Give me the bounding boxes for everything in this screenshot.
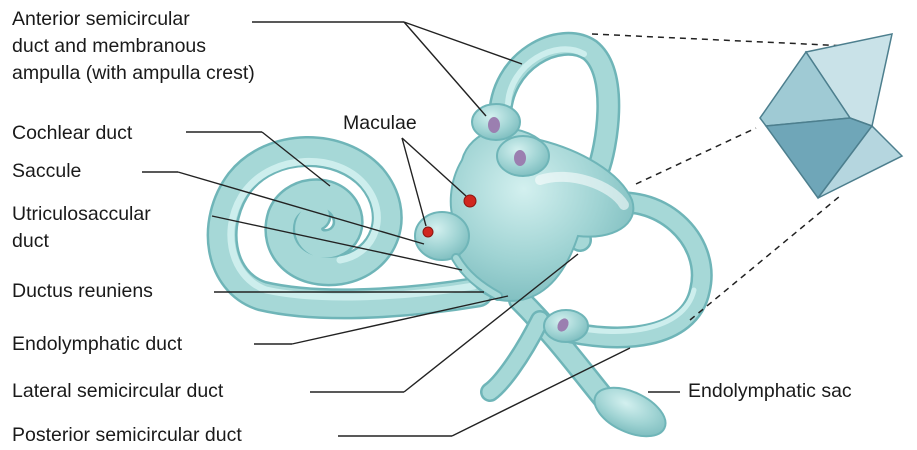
lateral-crest-mark xyxy=(514,150,526,166)
label-saccule: Saccule xyxy=(12,160,81,183)
label-anterior-line2: duct and membranous xyxy=(12,35,206,58)
label-maculae: Maculae xyxy=(343,112,417,135)
label-lateral-semicircular-duct: Lateral semicircular duct xyxy=(12,380,223,403)
label-cochlear-duct: Cochlear duct xyxy=(12,122,132,145)
label-ductus-reuniens: Ductus reuniens xyxy=(12,280,153,303)
label-utriculosaccular-line2: duct xyxy=(12,230,49,253)
label-endolymphatic-duct: Endolymphatic duct xyxy=(12,333,182,356)
label-posterior-semicircular-duct: Posterior semicircular duct xyxy=(12,424,242,447)
label-endolymphatic-sac: Endolymphatic sac xyxy=(688,380,852,403)
label-utriculosaccular-line1: Utriculosaccular xyxy=(12,203,151,226)
label-anterior-line1: Anterior semicircular xyxy=(12,8,190,31)
label-anterior-line3: ampulla (with ampulla crest) xyxy=(12,62,255,85)
macula-saccule-mark xyxy=(423,227,433,237)
anterior-crest-mark xyxy=(488,117,500,133)
ampulla-crest-inset-icon xyxy=(592,34,902,320)
saccule-shape xyxy=(415,212,469,260)
macula-utricle-mark xyxy=(464,195,476,207)
